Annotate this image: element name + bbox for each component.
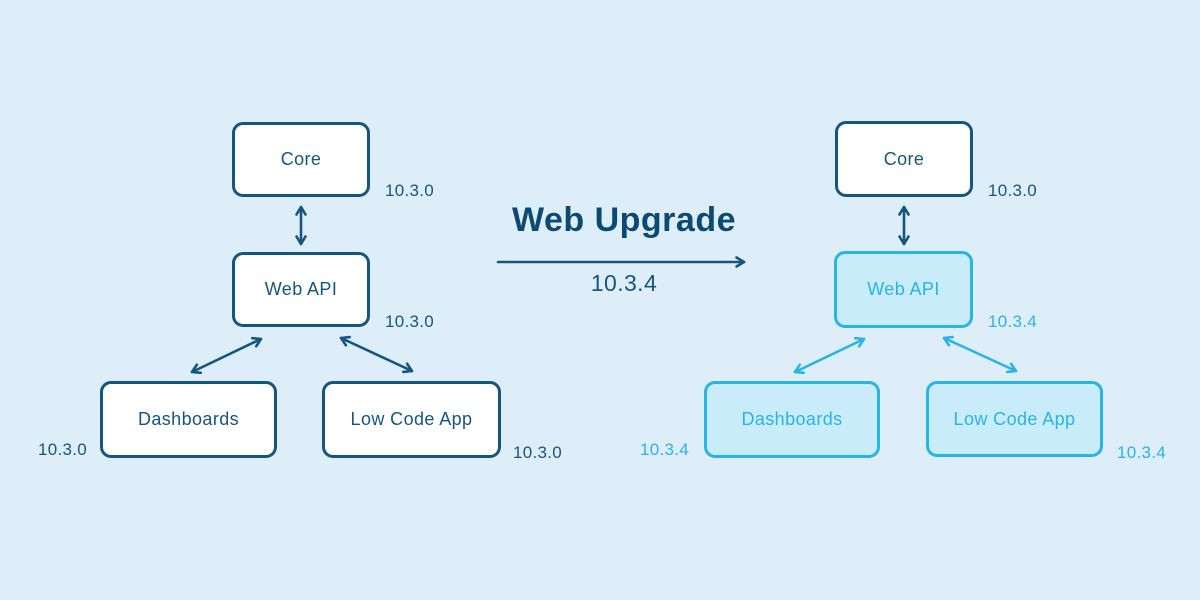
node-lowcode-after: Low Code App bbox=[926, 381, 1103, 457]
node-webapi-before-label: Web API bbox=[264, 279, 338, 299]
node-core-after-label: Core bbox=[883, 148, 925, 169]
node-dashboards-after-label: Dashboards bbox=[741, 409, 843, 429]
version-lowcode-after: 10.3.4 bbox=[1117, 443, 1167, 462]
node-webapi-before: Web API bbox=[232, 252, 370, 327]
version-dashboards-before: 10.3.0 bbox=[38, 440, 88, 459]
version-dashboards-after: 10.3.4 bbox=[640, 440, 690, 459]
node-webapi-after: Web API bbox=[834, 251, 973, 328]
node-lowcode-before: Low Code App bbox=[322, 381, 501, 458]
version-webapi-before: 10.3.0 bbox=[385, 312, 435, 331]
node-lowcode-after-label: Low Code App bbox=[953, 408, 1076, 429]
arrow-webapi-lowcode-after bbox=[942, 335, 1018, 374]
arrow-webapi-lowcode-before bbox=[339, 335, 414, 374]
node-dashboards-after: Dashboards bbox=[704, 381, 880, 458]
arrow-webapi-dashboards-after bbox=[793, 336, 866, 375]
version-core-after: 10.3.0 bbox=[988, 181, 1038, 200]
version-webapi-after: 10.3.4 bbox=[988, 312, 1038, 331]
version-lowcode-before: 10.3.0 bbox=[513, 443, 563, 462]
version-core-before: 10.3.0 bbox=[385, 181, 435, 200]
arrow-webapi-dashboards-before bbox=[190, 336, 263, 375]
upgrade-title: Web Upgrade bbox=[511, 201, 737, 239]
upgrade-version-label: 10.3.4 bbox=[590, 270, 658, 296]
node-webapi-after-label: Web API bbox=[867, 279, 940, 299]
node-dashboards-before-label: Dashboards bbox=[137, 409, 240, 429]
node-core-before: Core bbox=[232, 122, 370, 197]
node-dashboards-before: Dashboards bbox=[100, 381, 277, 458]
node-core-after: Core bbox=[835, 121, 973, 197]
node-lowcode-before-label: Low Code App bbox=[350, 409, 473, 429]
node-core-before-label: Core bbox=[280, 149, 322, 169]
